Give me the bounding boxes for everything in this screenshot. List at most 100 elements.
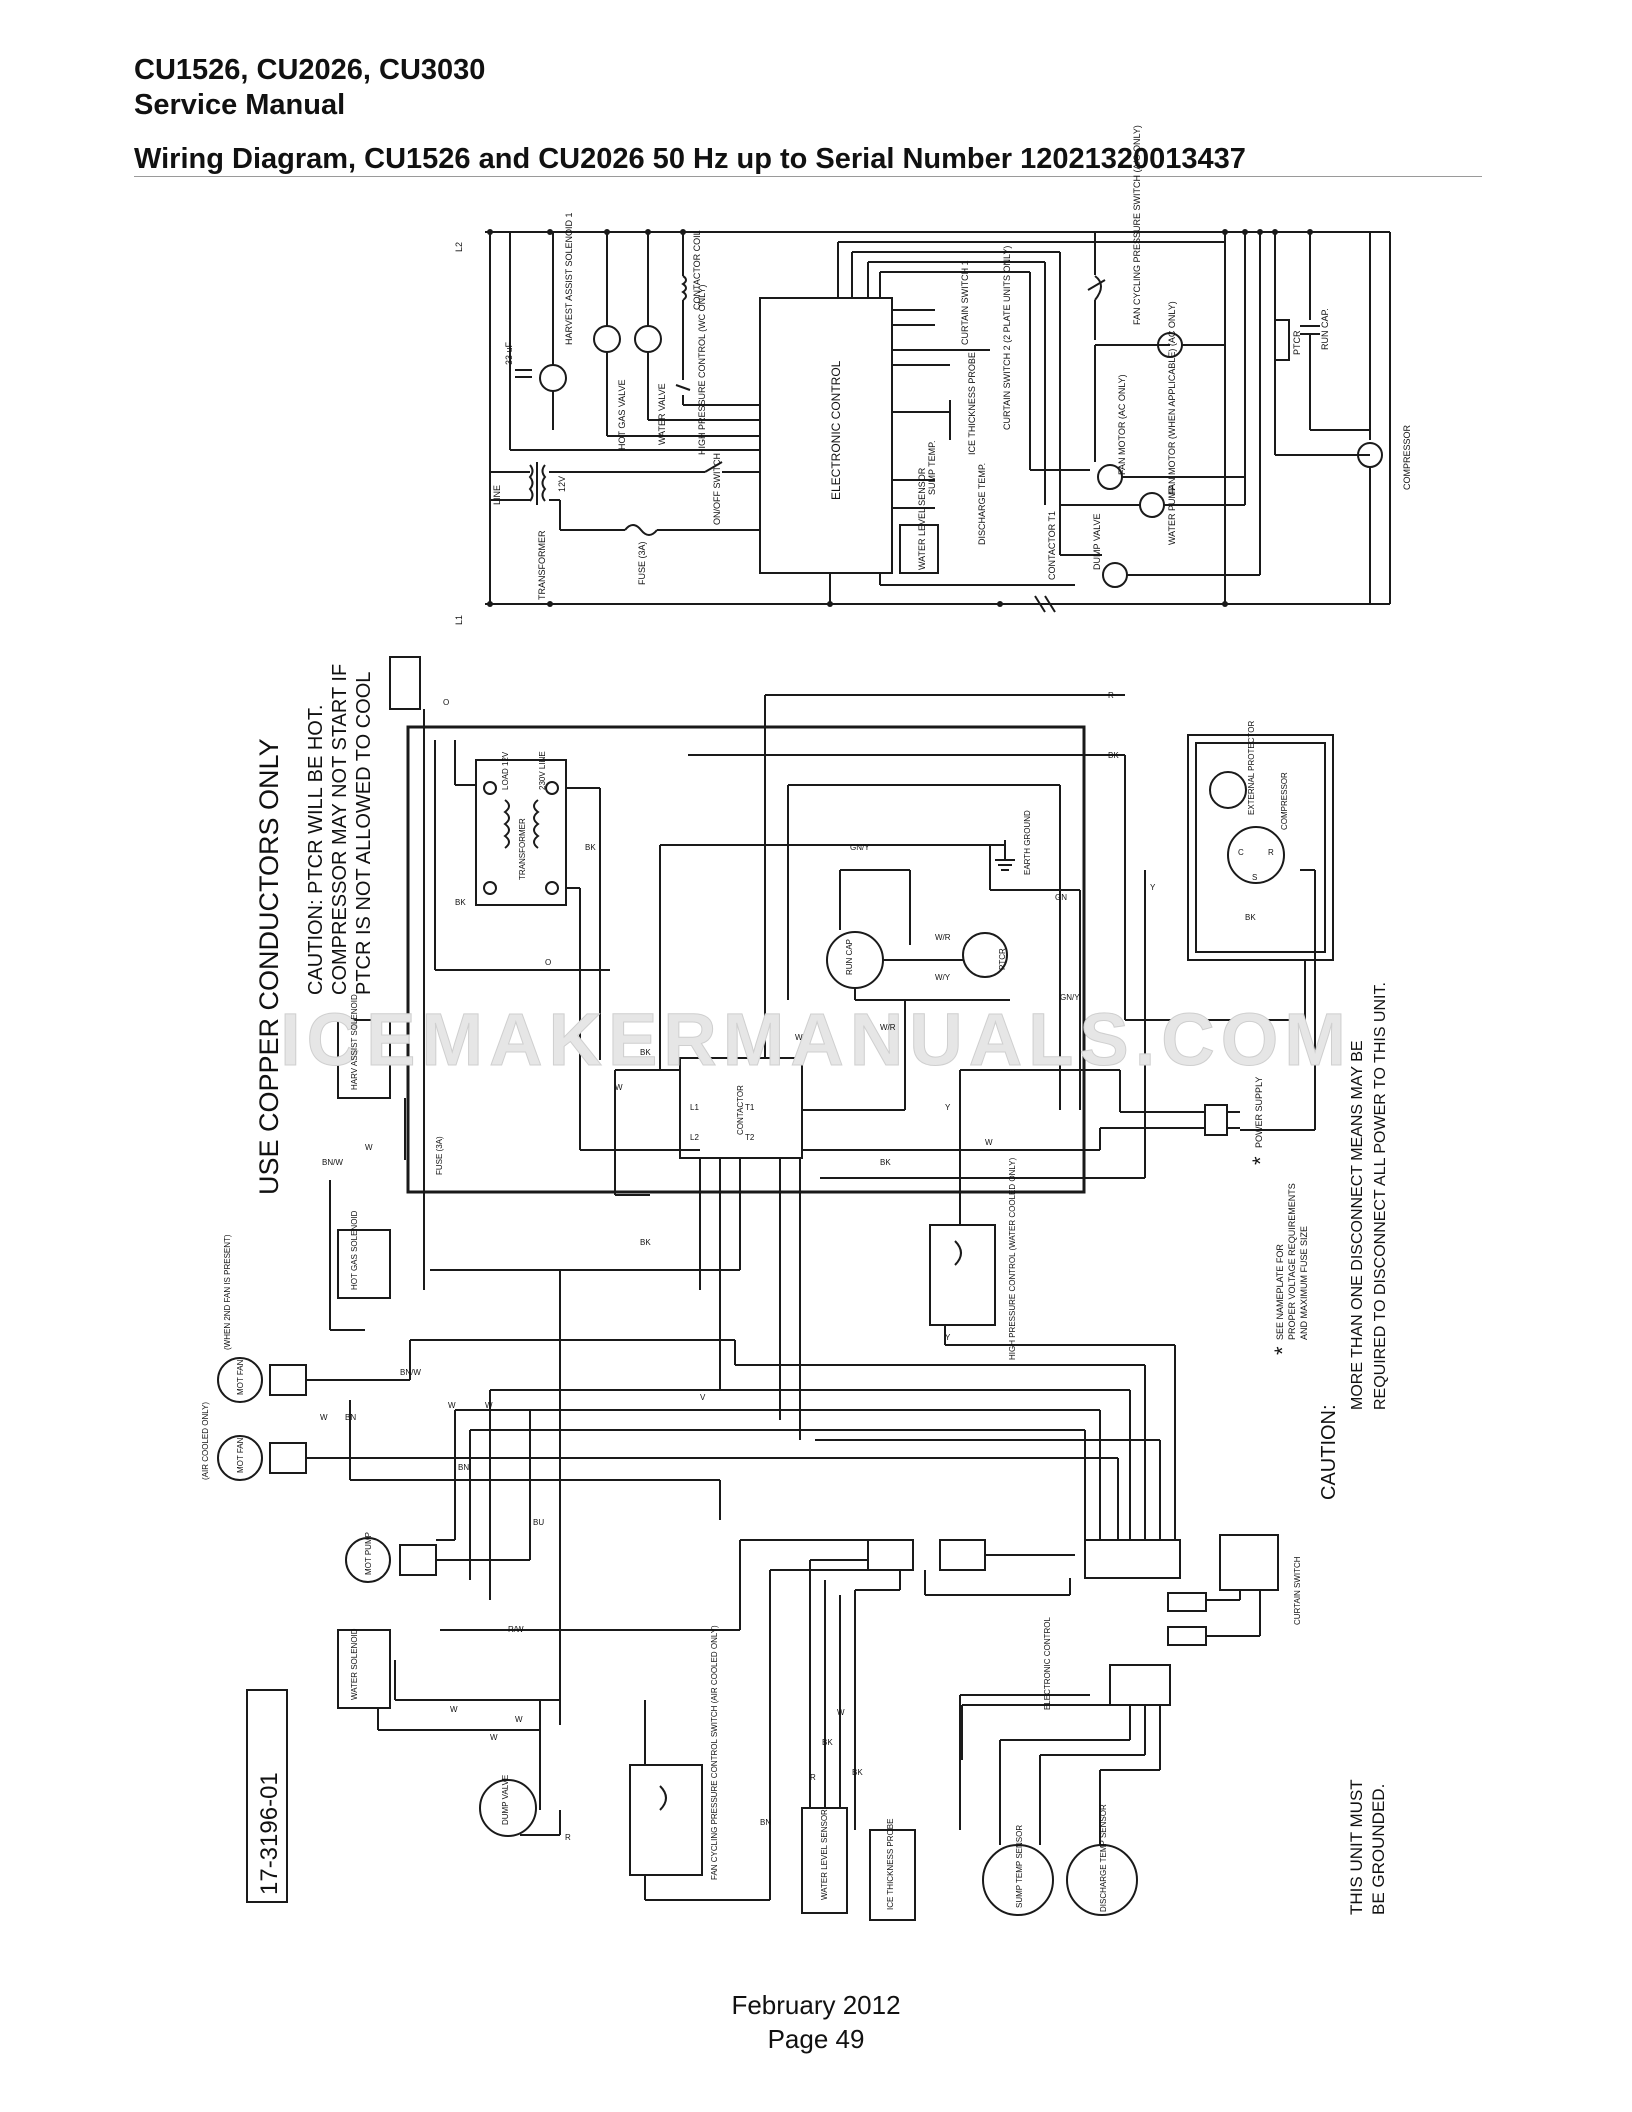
label-hot-gas-solenoid: HOT GAS SOLENOID [350, 1210, 359, 1290]
wire-wr: W/R [880, 1023, 896, 1032]
label-ext-protector: EXTERNAL PROTECTOR [1247, 721, 1256, 815]
wire-w: W [490, 1733, 498, 1742]
terminal-c: C [1238, 848, 1244, 857]
wire-bk: BK [640, 1238, 651, 1247]
label-water-pump: WATER PUMP [1167, 485, 1177, 545]
label-electronic-control: ELECTRONIC CONTROL [829, 360, 843, 500]
label-fan-motor-ac: FAN MOTOR (AC ONLY) [1117, 374, 1127, 475]
wire-bk: BK [585, 843, 596, 852]
label-contactor: CONTACTOR [736, 1085, 745, 1135]
label-ice-probe: ICE THICKNESS PROBE [967, 352, 977, 455]
label-high-pressure: HIGH PRESSURE CONTROL (WC ONLY) [697, 284, 707, 455]
wire-v: V [700, 1393, 706, 1402]
wire-wy: W/Y [935, 973, 951, 982]
label-contactor-t1: CONTACTOR T1 [1047, 511, 1057, 580]
wire-w: W [320, 1413, 328, 1422]
label-water-solenoid: WATER SOLENOID [350, 1628, 359, 1700]
label-discharge-temp-pic: DISCHARGE TEMP SENSOR [1099, 1804, 1108, 1912]
label-fan-cycling: FAN CYCLING PRESSURE SWITCH (A/C ONLY) [1132, 125, 1142, 325]
footer-page: Page 49 [767, 2024, 865, 2054]
wire-l2: L2 [690, 1133, 699, 1142]
pictorial-labels: HARV ASSIST SOLENOID HOT GAS SOLENOID WA… [201, 691, 1302, 1912]
schematic-labels: L2 L1 HARVEST ASSIST SOLENOID 1 33 uF HO… [454, 125, 1412, 625]
note-disconnect-2: REQUIRED TO DISCONNECT ALL POWER TO THIS… [1372, 982, 1389, 1410]
note-caution: CAUTION: [1318, 1404, 1340, 1500]
label-dump-valve: DUMP VALVE [1092, 513, 1102, 570]
label-mot-fan-2: MOT FAN [236, 1437, 245, 1473]
label-water-level-pic: WATER LEVEL SENSOR [820, 1809, 829, 1900]
wire-w: W [985, 1138, 993, 1147]
wire-rw: R/W [508, 1625, 524, 1634]
label-ptcr: PTCR [1292, 330, 1302, 355]
label-12v: 12V [557, 476, 567, 492]
wire-wr: W/R [935, 933, 951, 942]
label-hot-gas-valve: HOT GAS VALVE [617, 379, 627, 450]
note-ptcr-1: CAUTION: PTCR WILL BE HOT. [305, 705, 327, 995]
part-number: 17-3196-01 [256, 1772, 283, 1895]
terminal-s: S [1252, 873, 1257, 882]
label-transformer: TRANSFORMER [537, 530, 547, 600]
label-compressor-pic: COMPRESSOR [1280, 772, 1289, 830]
label-ice-probe-pic: ICE THICKNESS PROBE [886, 1819, 895, 1910]
wire-w: W [837, 1708, 845, 1717]
wire-bk: BK [1108, 751, 1119, 760]
note-grounded-1: THIS UNIT MUST [1347, 1779, 1366, 1915]
wire-bn: BN [345, 1413, 356, 1422]
label-fan-cycling-pic: FAN CYCLING PRESSURE CONTROL SWITCH (AIR… [710, 1625, 719, 1880]
wire-o: O [443, 698, 449, 707]
ladder-schematic [485, 229, 1391, 613]
wire-bk: BK [455, 898, 466, 907]
label-discharge-temp: DISCHARGE TEMP. [977, 463, 987, 545]
label-2nd-fan: (WHEN 2ND FAN IS PRESENT) [223, 1234, 232, 1350]
note-nameplate-3: AND MAXIMUM FUSE SIZE [1299, 1226, 1309, 1340]
header-doc-type: Service Manual [134, 89, 346, 121]
page-title: Wiring Diagram, CU1526 and CU2026 50 Hz … [134, 143, 1246, 175]
wire-r: R [1108, 691, 1114, 700]
wire-w: W [448, 1401, 456, 1410]
wire-r: R [810, 1773, 816, 1782]
note-nameplate-1: SEE NAMEPLATE FOR [1275, 1244, 1285, 1340]
label-electronic-control-pic: ELECTRONIC CONTROL [1043, 1617, 1052, 1710]
label-curtain-switch-1: CURTAIN SWITCH 1 [960, 260, 970, 345]
label-sump-temp: SUMP TEMP. [927, 440, 937, 495]
label-run-cap: RUN CAP. [1320, 308, 1330, 350]
notes: USE COPPER CONDUCTORS ONLY CAUTION: PTCR… [254, 664, 1389, 1915]
wire-bk: BK [822, 1738, 833, 1747]
label-water-valve: WATER VALVE [657, 383, 667, 445]
footer-date: February 2012 [731, 1990, 901, 2020]
wire-w: W [485, 1401, 493, 1410]
wire-bk: BK [640, 1048, 651, 1057]
wire-y: Y [945, 1103, 951, 1112]
label-harvest-assist: HARVEST ASSIST SOLENOID 1 [564, 212, 574, 345]
label-high-pressure-pic: HIGH PRESSURE CONTROL (WATER COOLED ONLY… [1008, 1157, 1017, 1360]
watermark: ICEMAKERMANUALS.COM [280, 998, 1352, 1081]
wire-bnw: BN/W [322, 1158, 343, 1167]
label-on-off: ON/OFF SWITCH [712, 453, 722, 525]
label-line: LINE [492, 485, 502, 505]
wire-w: W [450, 1705, 458, 1714]
label-load-12v: LOAD 12V [501, 751, 510, 790]
wire-gny: GN/Y [850, 843, 870, 852]
label-fuse-3a: FUSE (3A) [435, 1136, 444, 1175]
terminal-r: R [1268, 848, 1274, 857]
label-curtain-switch-2: CURTAIN SWITCH 2 (2 PLATE UNITS ONLY) [1002, 246, 1012, 430]
label-33uf: 33 uF [504, 341, 514, 365]
label-air-cooled: (AIR COOLED ONLY) [201, 1402, 210, 1480]
note-grounded-2: BE GROUNDED. [1369, 1784, 1388, 1915]
wire-y: Y [945, 1333, 951, 1342]
note-ptcr-2: COMPRESSOR MAY NOT START IF [329, 664, 351, 995]
label-wls: WATER LEVEL SENSOR [917, 467, 927, 570]
label-harv-assist-solenoid: HARV ASSIST SOLENOID [350, 994, 359, 1090]
wire-o: O [545, 958, 551, 967]
wire-w: W [795, 1033, 803, 1042]
wire-bk: BK [880, 1158, 891, 1167]
header-models: CU1526, CU2026, CU3030 [134, 54, 486, 86]
note-star-2: * [1248, 1156, 1273, 1165]
note-nameplate-2: PROPER VOLTAGE REQUIREMENTS [1287, 1183, 1297, 1340]
label-ptcr-pic: PTCR [998, 948, 1007, 970]
label-compressor: COMPRESSOR [1402, 424, 1412, 490]
note-disconnect-1: MORE THAN ONE DISCONNECT MEANS MAY BE [1349, 1040, 1366, 1410]
note-star-1: * [1270, 1346, 1295, 1355]
label-run-cap-pic: RUN CAP [845, 939, 854, 975]
